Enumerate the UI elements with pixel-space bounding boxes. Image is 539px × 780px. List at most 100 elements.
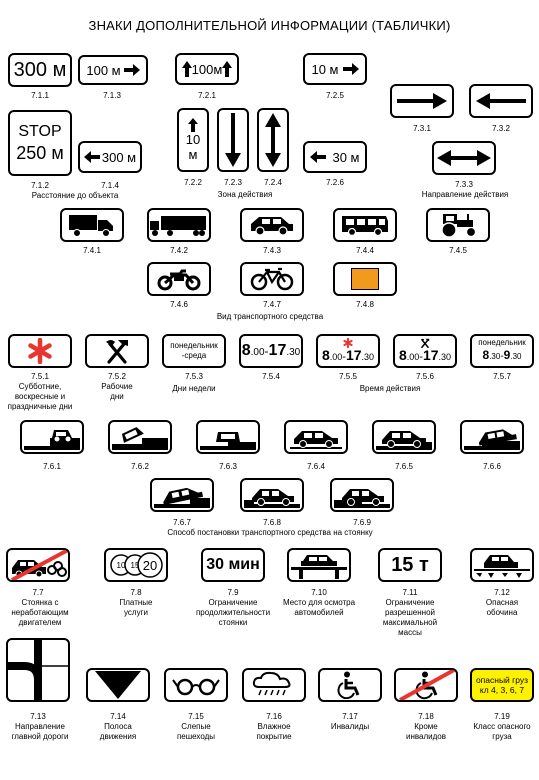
sign-line-2: 250 м <box>16 142 64 163</box>
main-road-direction-icon <box>8 640 68 700</box>
sign-7-17 <box>318 668 382 702</box>
sign-7-10 <box>287 548 351 582</box>
sign-text: 300 м <box>101 149 137 165</box>
car-half-sidewalk-side-icon <box>334 489 390 508</box>
sign-7-1-4: 300 м <box>78 141 142 173</box>
arrow-left-icon <box>83 151 100 163</box>
group-label-distance: Расстояние до объекта <box>31 191 119 200</box>
coin-value-2: 15 <box>131 561 140 570</box>
sign-7-2-1: 100м <box>175 53 239 85</box>
sign-code: 7.6.1 <box>43 462 61 471</box>
sign-caption: Влажное покрытие <box>256 722 292 741</box>
sign-code: 7.6.7 <box>173 518 191 527</box>
sign-7-2-5: 10 м <box>303 53 367 85</box>
group-label-parking: Способ постановки транспортного средства… <box>167 528 373 537</box>
truck-icon <box>69 215 113 237</box>
sign-caption: Класс опасного груза <box>473 722 531 741</box>
coin-value-3: 20 <box>143 558 157 573</box>
sign-line-2: м <box>188 147 198 162</box>
time-dash: - <box>419 350 423 363</box>
sign-code: 7.8 <box>130 588 142 597</box>
sign-7-5-1 <box>8 334 72 368</box>
sign-caption: Дни недели <box>172 384 216 393</box>
double-arrow-vertical-icon <box>265 113 281 167</box>
sign-code: 7.3.3 <box>455 180 473 189</box>
sign-caption: Кроме инвалидов <box>406 722 446 741</box>
sign-caption: Платные услуги <box>119 598 153 617</box>
group-label-time: Время действия <box>359 384 421 393</box>
sign-text: 300 м <box>13 58 67 81</box>
time-to-min: .30 <box>438 351 452 362</box>
sign-code: 7.1.2 <box>31 181 49 190</box>
sign-code: 7.5.1 <box>31 372 49 381</box>
sign-text-line-1: понедельник <box>170 341 218 350</box>
double-arrow-horizontal-icon <box>437 150 491 166</box>
sign-7-2-3 <box>217 108 249 172</box>
car-tilted-sidewalk-icon <box>154 487 210 508</box>
sign-caption: Ограничение разрешенной максимальной мас… <box>382 598 438 637</box>
time-range: 8.00-17.30 <box>242 342 301 360</box>
time-dash: - <box>342 350 346 363</box>
time-to-min: .30 <box>510 352 522 361</box>
time-to-hour: 17 <box>345 346 362 363</box>
sign-code: 7.2.1 <box>198 91 216 100</box>
wheelchair-icon <box>337 671 360 699</box>
sign-7-6-9 <box>330 478 394 512</box>
sign-7-5-2 <box>85 334 149 368</box>
sign-code: 7.17 <box>342 712 358 721</box>
time-range: 8.30-9.30 <box>483 348 522 364</box>
time-to-min: .30 <box>286 347 301 358</box>
sign-7-5-6: 8.00-17.30 <box>393 334 457 368</box>
sign-caption: Направление главной дороги <box>11 722 69 741</box>
sign-code: 7.10 <box>311 588 327 597</box>
sign-code: 7.6.9 <box>353 518 371 527</box>
sign-text: 30 м <box>332 149 360 165</box>
time-range: 8.00-17.30 <box>398 346 452 365</box>
sign-7-4-4 <box>333 208 397 242</box>
sign-code: 7.5.4 <box>262 372 280 381</box>
sign-7-5-3: понедельник -среда <box>162 334 226 368</box>
sign-code: 7.4.7 <box>263 300 281 309</box>
sign-code: 7.5.7 <box>493 372 511 381</box>
sign-code: 7.19 <box>494 712 510 721</box>
arrow-up-icon <box>181 61 192 77</box>
sign-caption: Ограничение продолжительности стоянки <box>195 598 271 627</box>
car-side-edge-icon <box>244 489 300 508</box>
sign-7-6-1 <box>20 420 84 454</box>
sign-7-1-3: 100 м <box>78 55 148 85</box>
sign-7-2-2: 10 м <box>177 108 209 172</box>
sign-code: 7.2.5 <box>326 91 344 100</box>
car-on-sidewalk-side-icon <box>464 429 520 450</box>
time-dash: - <box>264 344 269 358</box>
sign-7-11: 15 т <box>378 548 442 582</box>
car-engine-off-icon <box>11 550 68 580</box>
time-from-hour: 8 <box>398 346 407 363</box>
group-label-direction: Направление действия <box>421 190 509 199</box>
sign-7-6-4 <box>284 420 348 454</box>
sign-7-4-6 <box>147 262 211 296</box>
asterisk-icon <box>343 337 353 348</box>
sign-text-line-1: понедельник <box>478 338 526 347</box>
sign-code: 7.4.4 <box>356 246 374 255</box>
sign-7-4-2 <box>147 208 211 242</box>
time-from-hour: 8 <box>321 346 330 363</box>
sign-code: 7.5.5 <box>339 372 357 381</box>
sign-line-2: кл 4, 3, 6, 7 <box>479 685 525 695</box>
tractor-icon <box>441 214 477 238</box>
sign-code: 7.2.4 <box>264 178 282 187</box>
car-side-sidewalk-icon <box>376 431 432 450</box>
sign-7-6-2 <box>108 420 172 454</box>
sign-7-6-6 <box>460 420 524 454</box>
sign-7-6-5 <box>372 420 436 454</box>
sign-caption: Слепые пешеходы <box>176 722 216 741</box>
sign-code: 7.18 <box>418 712 434 721</box>
time-to-hour: 17 <box>422 346 439 363</box>
bus-icon <box>342 216 388 237</box>
sign-code: 7.14 <box>110 712 126 721</box>
sign-7-4-8 <box>333 262 397 296</box>
time-from-min: .00 <box>329 351 343 362</box>
sign-7-3-3 <box>432 141 496 175</box>
sign-code: 7.5.2 <box>108 372 126 381</box>
sign-code: 7.3.2 <box>492 124 510 133</box>
